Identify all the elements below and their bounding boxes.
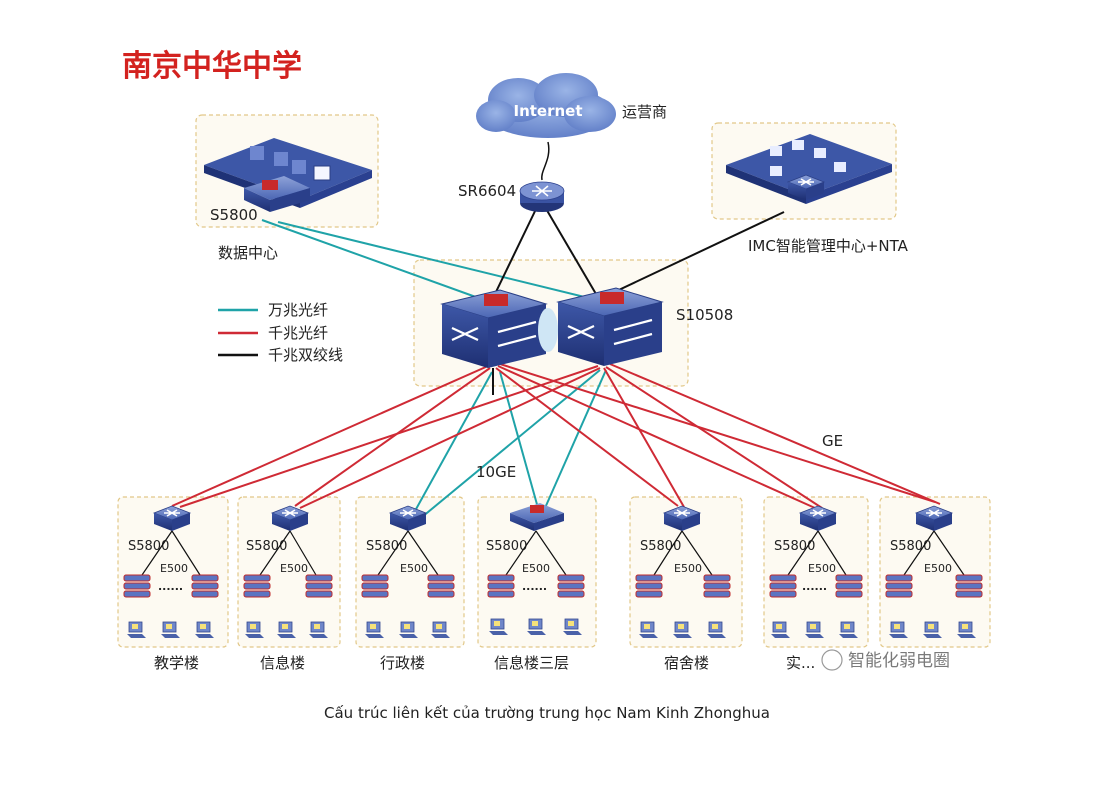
wechat-icon xyxy=(821,649,843,671)
dots-label: ...... xyxy=(522,580,547,593)
router-label: SR6604 xyxy=(458,182,516,200)
dc-switch-icon xyxy=(244,176,310,212)
access-switch-label: S5800 xyxy=(128,539,169,554)
building-1: S5800 E500 xyxy=(243,505,333,639)
building-name-4: 宿舍楼 xyxy=(664,654,709,672)
internet-label: Internet xyxy=(513,102,582,120)
diagram-title: 南京中华中学 xyxy=(122,49,302,84)
ge-link-label: GE xyxy=(822,432,843,450)
building-name-5: 实... xyxy=(786,654,815,672)
access-switch-label: S5800 xyxy=(890,539,931,554)
core-switch-left-icon xyxy=(440,289,548,368)
internet-cloud: Internet xyxy=(476,73,616,138)
router-icon xyxy=(519,181,565,212)
access-switch-label: S5800 xyxy=(246,539,287,554)
ap-label: E500 xyxy=(400,562,428,575)
ap-label: E500 xyxy=(160,562,188,575)
access-switch-label: S5800 xyxy=(486,539,527,554)
watermark: 智能化弱电圈 xyxy=(821,649,950,671)
building-3: S5800 E500 ...... xyxy=(486,503,585,636)
building-2: S5800 E500 xyxy=(361,505,455,639)
provider-label: 运营商 xyxy=(622,103,667,121)
dc-switch-label: S5800 xyxy=(210,206,258,224)
building-name-1: 信息楼 xyxy=(260,654,305,672)
access-switch-label: S5800 xyxy=(640,539,681,554)
mgmt-center-label: IMC智能管理中心+NTA xyxy=(748,237,909,255)
access-switch-label: S5800 xyxy=(774,539,815,554)
core-switch-right-icon xyxy=(556,287,664,366)
ap-label: E500 xyxy=(280,562,308,575)
building-6: S5800 E500 xyxy=(885,505,983,639)
gig-fiber-links xyxy=(171,363,941,509)
twisted-pair-links xyxy=(492,141,785,395)
core-stack-link-icon xyxy=(538,308,558,352)
legend-label-ten-ge: 万兆光纤 xyxy=(268,301,328,319)
dots-label: ...... xyxy=(802,580,827,593)
building-zones xyxy=(117,496,991,648)
dots-label: ...... xyxy=(158,580,183,593)
legend-label-gig-fiber: 千兆光纤 xyxy=(268,324,328,342)
building-5: S5800 E500 ...... xyxy=(769,505,863,639)
figure-caption: Cấu trúc liên kết của trường trung học N… xyxy=(324,704,770,722)
building-name-2: 行政楼 xyxy=(380,654,425,672)
watermark-text: 智能化弱电圈 xyxy=(848,651,950,671)
legend: 万兆光纤 千兆光纤 千兆双绞线 xyxy=(218,301,343,364)
ap-label: E500 xyxy=(808,562,836,575)
ten-ge-links xyxy=(261,219,607,523)
ap-label: E500 xyxy=(674,562,702,575)
building-4: S5800 E500 xyxy=(635,505,731,639)
building-name-0: 教学楼 xyxy=(154,654,199,672)
ten-ge-link-label: 10GE xyxy=(476,463,516,481)
access-switch-label: S5800 xyxy=(366,539,407,554)
ap-label: E500 xyxy=(522,562,550,575)
building-0: S5800 E500 ...... xyxy=(123,505,219,639)
building-name-3: 信息楼三层 xyxy=(494,654,569,672)
legend-label-twisted-pair: 千兆双绞线 xyxy=(268,346,343,364)
mgmt-center-icon xyxy=(726,134,892,204)
core-label: S10508 xyxy=(676,306,733,324)
ap-label: E500 xyxy=(924,562,952,575)
data-center-label: 数据中心 xyxy=(218,244,278,262)
